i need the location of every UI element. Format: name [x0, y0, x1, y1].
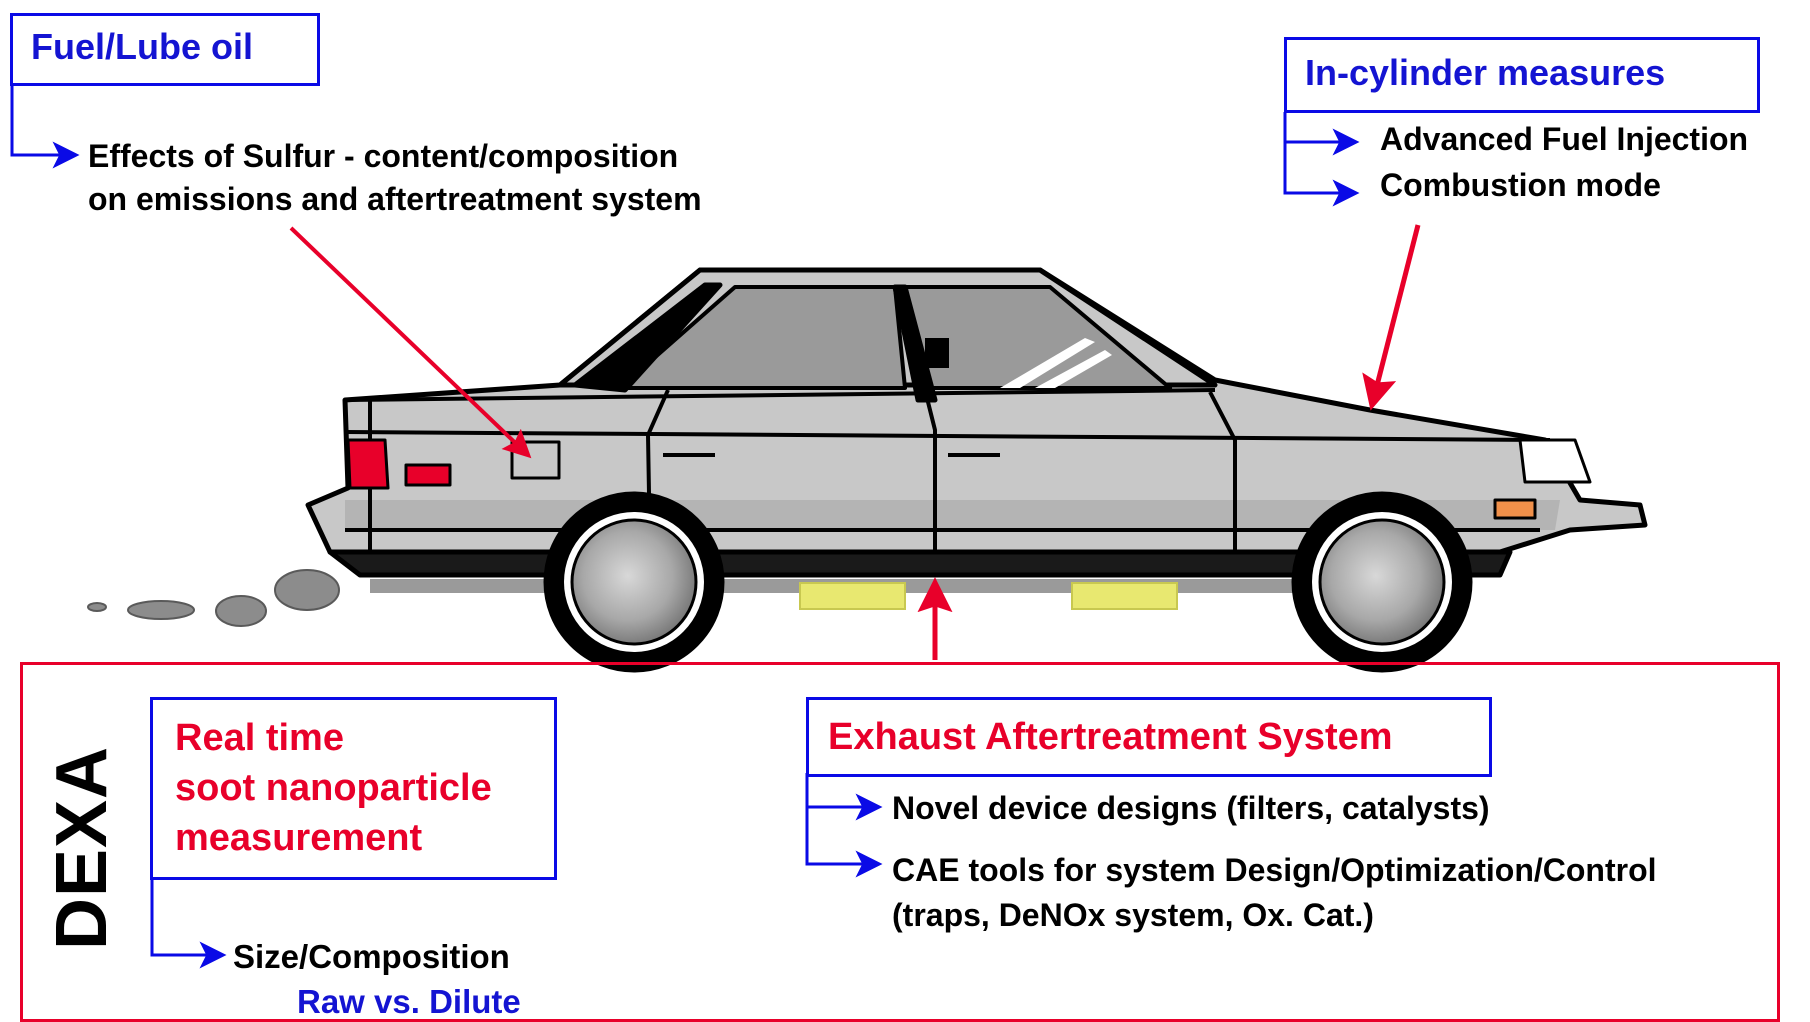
fuel-lube-effect-line1: Effects of Sulfur - content/composition — [88, 138, 679, 174]
soot-title-line3: measurement — [175, 817, 423, 859]
exhaust-smoke — [87, 569, 340, 627]
arrow-right-icon — [1283, 112, 1360, 156]
arrow-right-icon — [150, 878, 227, 969]
catalyst-block-2 — [1071, 582, 1178, 610]
exhaust-item-novel-devices: Novel device designs (filters, catalysts… — [892, 790, 1490, 826]
exhaust-aftertreatment-box — [806, 697, 1492, 777]
exhaust-aftertreatment-title: Exhaust Aftertreatment System — [828, 716, 1393, 758]
soot-measurement-box — [150, 697, 557, 880]
in-cylinder-box — [1284, 37, 1760, 113]
exhaust-item-cae-tools-line2: (traps, DeNOx system, Ox. Cat.) — [892, 897, 1374, 933]
soot-title-line2: soot nanoparticle — [175, 767, 492, 809]
fuel-lube-box — [10, 13, 320, 86]
soot-title-line1: Real time — [175, 717, 344, 759]
exhaust-item-cae-tools-line1: CAE tools for system Design/Optimization… — [892, 852, 1657, 888]
soot-sub-raw-vs-dilute: Raw vs. Dilute — [297, 983, 521, 1020]
arrow-right-icon — [10, 84, 80, 169]
in-cylinder-item-combustion-mode: Combustion mode — [1380, 167, 1661, 203]
in-cylinder-item-fuel-injection: Advanced Fuel Injection — [1380, 121, 1749, 157]
catalyst-block-1 — [799, 582, 906, 610]
arrow-pointer-icon — [289, 226, 532, 459]
fuel-lube-title: Fuel/Lube oil — [31, 26, 253, 67]
arrow-right-icon — [1283, 142, 1360, 207]
car-illustration — [305, 267, 1648, 673]
arrow-right-icon — [805, 807, 883, 878]
soot-item-size-composition: Size/Composition — [233, 938, 510, 975]
arrow-pointer-icon — [1362, 224, 1421, 411]
in-cylinder-title: In-cylinder measures — [1305, 52, 1666, 93]
fuel-lube-effect-line2: on emissions and aftertreatment system — [88, 181, 702, 217]
